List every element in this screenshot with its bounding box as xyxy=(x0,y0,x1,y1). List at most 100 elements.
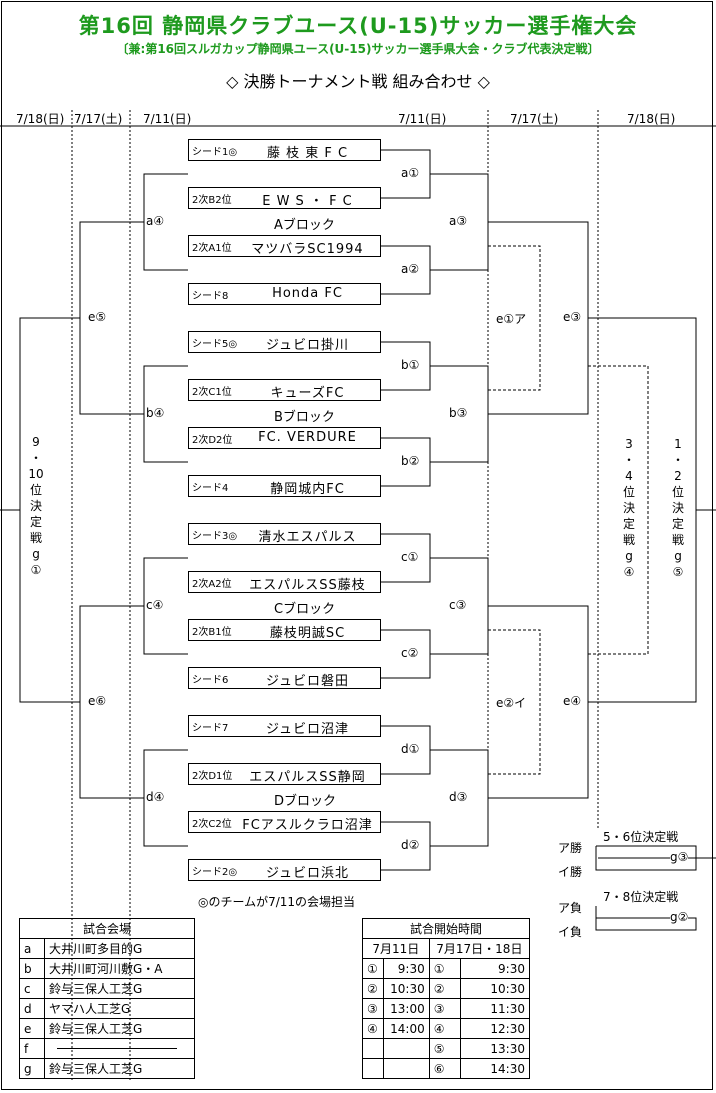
match-b2: b② xyxy=(401,454,420,468)
time-cell-n2: ③ xyxy=(428,998,461,1019)
table-row: f xyxy=(19,1038,195,1059)
team-box: シード2◎ジュビロ浜北 xyxy=(188,859,381,881)
team-name: Honda FC xyxy=(272,286,343,301)
venue-key: e xyxy=(19,1018,45,1039)
team-box: 2次C1位キューズFC xyxy=(188,379,381,401)
block-label-a: Aブロック xyxy=(274,218,335,233)
time-cell-n1: ② xyxy=(362,978,384,999)
times-col-2: 7月17日・18日 xyxy=(428,938,531,959)
date-right-2: 7/17(土) xyxy=(510,112,559,126)
team-box: シード3◎清水エスパルス xyxy=(188,523,381,545)
place-7-8-title: 7・8位決定戦 xyxy=(603,890,679,904)
time-cell-n2: ② xyxy=(428,978,461,999)
venue-name: 大井川町河川敷G・A xyxy=(44,958,195,979)
venue-key: b xyxy=(19,958,45,979)
team-seed: 2次D1位 xyxy=(192,771,233,782)
time-cell-t2: 10:30 xyxy=(459,978,531,999)
team-name: ジュビロ浜北 xyxy=(265,866,350,881)
match-a1: a① xyxy=(401,166,420,180)
team-seed: 2次A2位 xyxy=(192,579,232,590)
vertical-char: 戦 xyxy=(29,531,42,545)
match-d4: d④ xyxy=(146,790,165,804)
vertical-char: 2 xyxy=(674,469,682,483)
venue-name: 鈴与三保人工芝G xyxy=(44,1058,195,1079)
team-name: エスパルスSS静岡 xyxy=(249,770,366,785)
vertical-char: 位 xyxy=(671,485,684,499)
vertical-char: 定 xyxy=(622,517,635,531)
match-e2i: e②イ xyxy=(496,694,527,711)
vertical-char: ・ xyxy=(29,451,42,465)
vertical-char: g xyxy=(32,547,40,561)
match-d2: d② xyxy=(401,838,420,852)
time-cell-t2: 9:30 xyxy=(459,958,531,979)
time-cell-n1: ① xyxy=(362,958,384,979)
page-subtitle: 〔兼:第16回スルガカップ静岡県ユース(U-15)サッカー選手県大会・クラブ代表… xyxy=(116,42,600,56)
vertical-char: 定 xyxy=(671,517,684,531)
team-seed: シード3◎ xyxy=(192,531,238,542)
time-cell-t1: 10:30 xyxy=(382,978,430,999)
vertical-char: 位 xyxy=(622,485,635,499)
vertical-char: 戦 xyxy=(671,533,684,547)
team-seed: 2次A1位 xyxy=(192,243,232,254)
match-d3: d③ xyxy=(449,790,468,804)
match-e6: e⑥ xyxy=(88,694,107,708)
team-name: 藤枝明誠SC xyxy=(269,626,346,641)
venue-key: d xyxy=(19,998,45,1019)
page-title: 第16回 静岡県クラブユース(U-15)サッカー選手権大会 xyxy=(78,14,638,38)
team-seed: シード1◎ xyxy=(192,147,238,158)
vertical-char: 1 xyxy=(674,437,682,451)
team-seed: 2次C2位 xyxy=(192,819,232,830)
match-g2: g② xyxy=(670,910,689,924)
match-c1: c① xyxy=(401,550,419,564)
vertical-char: ・ xyxy=(671,453,684,467)
time-cell-n1: ④ xyxy=(362,1018,384,1039)
team-name: キューズFC xyxy=(270,386,345,401)
match-a3: a③ xyxy=(449,214,468,228)
venue-name: ヤマハ人工芝G xyxy=(44,998,195,1019)
time-cell-t2: 12:30 xyxy=(459,1018,531,1039)
time-cell-t2: 14:30 xyxy=(459,1058,531,1079)
match-c4: c④ xyxy=(146,598,164,612)
venue-name: 大井川町多目的G xyxy=(44,938,195,959)
venue-key: c xyxy=(19,978,45,999)
vertical-char: 決 xyxy=(671,501,684,515)
team-box: シード1◎藤 枝 東 F C xyxy=(188,139,381,161)
vertical-char: 決 xyxy=(622,501,635,515)
block-label-c: Cブロック xyxy=(274,602,336,617)
match-d1: d① xyxy=(401,742,420,756)
team-name: ジュビロ沼津 xyxy=(265,722,350,737)
match-b4: b④ xyxy=(146,406,165,420)
venue-key: g xyxy=(19,1058,45,1079)
place-7-8-a: ア負 xyxy=(558,901,583,915)
time-cell-n2: ⑥ xyxy=(428,1058,461,1079)
vertical-char: 4 xyxy=(625,469,633,483)
match-e3: e③ xyxy=(563,310,582,324)
vertical-char: g xyxy=(674,549,682,563)
team-box: 2次B1位 藤枝明誠SC xyxy=(188,619,381,641)
team-seed: 2次B1位 xyxy=(192,627,232,638)
venue-name: 鈴与三保人工芝G xyxy=(44,978,195,999)
team-name: E W S ・ F C xyxy=(262,194,353,209)
date-left-1: 7/18(日) xyxy=(16,112,65,126)
team-seed: シード6 xyxy=(192,675,229,686)
team-box: シード5◎ジュビロ掛川 xyxy=(188,331,381,353)
time-cell-t1: 14:00 xyxy=(382,1018,430,1039)
match-a2: a② xyxy=(401,262,420,276)
